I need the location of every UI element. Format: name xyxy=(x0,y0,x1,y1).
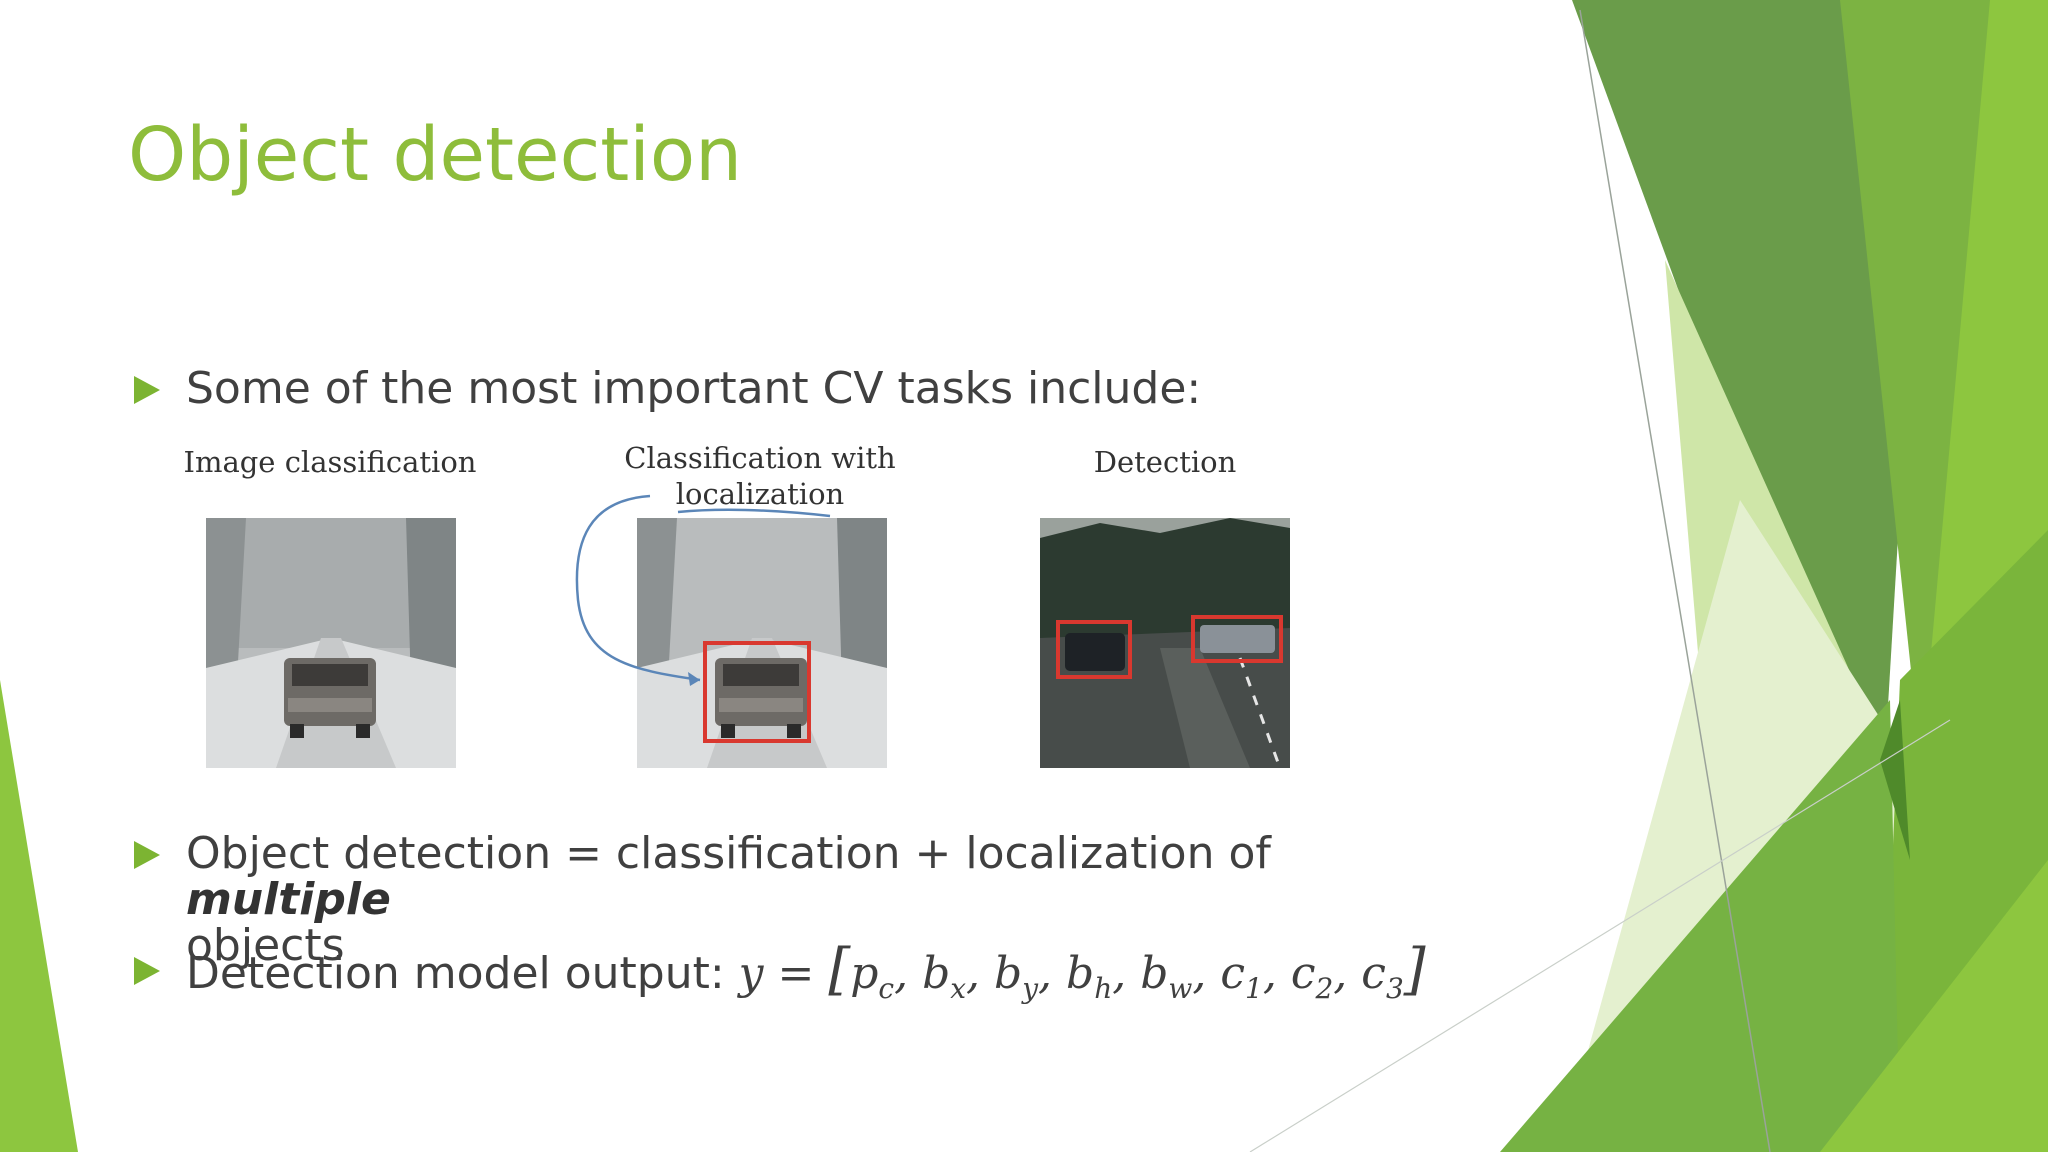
formula-subscript: h xyxy=(1094,971,1113,1005)
formula-term: c1 xyxy=(1220,948,1263,1005)
formula-term: c3 xyxy=(1361,948,1404,1005)
photo-classification-localization xyxy=(637,518,887,768)
output-formula: y = [pc, bx, by, bh, bw, c1, c2, c3] xyxy=(738,942,1426,1005)
bullet-marker xyxy=(134,376,160,404)
caption-detection: Detection xyxy=(1093,445,1237,479)
formula-comma: , xyxy=(966,948,995,999)
formula-lhs: y xyxy=(738,948,764,999)
formula-comma: , xyxy=(1192,948,1221,999)
formula-comma: , xyxy=(1112,948,1141,999)
formula-term: bw xyxy=(1140,948,1193,1005)
bullet-text-2-start: Object detection = classification + loca… xyxy=(186,828,1271,879)
formula-comma: , xyxy=(1038,948,1067,999)
bullet-text-2-emphasis: multiple xyxy=(186,874,391,925)
formula-close-bracket: ] xyxy=(1403,937,1426,1002)
formula-term: by xyxy=(994,948,1039,1005)
formula-subscript: x xyxy=(950,971,967,1005)
bounding-box xyxy=(1056,620,1132,679)
formula-subscript: 1 xyxy=(1245,971,1263,1005)
formula-term: c2 xyxy=(1290,948,1334,1005)
formula-term: pc xyxy=(850,948,895,1005)
caption-line-1: Classification with xyxy=(624,441,896,475)
bullet-marker xyxy=(134,957,160,985)
formula-subscript: w xyxy=(1168,971,1193,1005)
formula-open-bracket: [ xyxy=(828,937,851,1002)
formula-equals: = xyxy=(763,948,829,999)
caption-line-2: localization xyxy=(675,477,845,511)
bounding-box xyxy=(703,641,811,743)
bullet-text-2-end: objects xyxy=(186,920,345,971)
formula-subscript: 3 xyxy=(1385,971,1404,1005)
bullet-text-1: Some of the most important CV tasks incl… xyxy=(186,363,1202,414)
photo-detection xyxy=(1040,518,1290,768)
bullet-text-2: Object detection = classification + loca… xyxy=(186,831,1486,969)
photo-image-classification xyxy=(206,518,456,768)
formula-comma: , xyxy=(1333,948,1362,999)
formula-subscript: y xyxy=(1022,971,1039,1005)
formula-comma: , xyxy=(894,948,923,999)
bullet-text-3-label: Detection model output: xyxy=(186,948,739,999)
caption-classification-localization: Classification with localization xyxy=(600,440,920,512)
caption-image-classification: Image classification xyxy=(183,445,477,479)
formula-comma: , xyxy=(1262,948,1291,999)
formula-subscript: c xyxy=(878,971,895,1005)
formula-term: bx xyxy=(922,948,967,1005)
bounding-box xyxy=(1191,615,1283,663)
slide-title: Object detection xyxy=(128,112,743,198)
bullet-marker xyxy=(134,841,160,869)
bullet-text-3: Detection model output: y = [pc, bx, by,… xyxy=(186,942,1426,1012)
formula-subscript: 2 xyxy=(1315,971,1334,1005)
formula-term: bh xyxy=(1066,948,1113,1005)
